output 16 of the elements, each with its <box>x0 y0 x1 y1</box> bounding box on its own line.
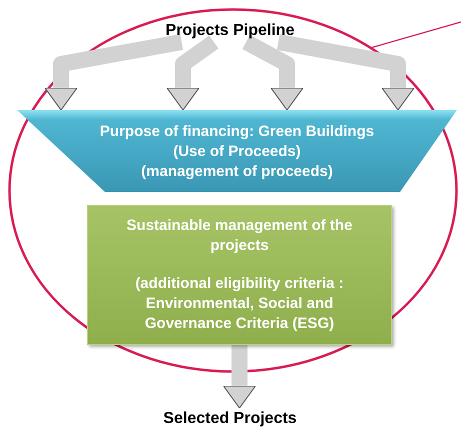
funnel-heading: Purpose of financing: Green Buildings <box>100 122 374 142</box>
block-arrow <box>276 34 414 110</box>
leader-line <box>370 21 461 48</box>
process-box <box>87 205 392 345</box>
result-label: Selected Projects <box>163 408 297 430</box>
funnel-text: (Use of Proceeds) <box>173 142 301 162</box>
box-text: (additional eligibility criteria : Environmental, Social and Governance Criteria (ESG) <box>134 274 345 334</box>
block-arrow <box>44 34 184 110</box>
block-arrow <box>242 34 304 110</box>
highlight-ellipse <box>8 8 458 373</box>
block-arrow <box>166 35 219 110</box>
pipeline-label: Projects Pipeline <box>166 20 294 42</box>
funnel-shape <box>17 110 457 192</box>
funnel-text: (management of proceeds) <box>141 162 333 182</box>
box-heading: Sustainable management of the projects <box>126 216 354 256</box>
block-arrow <box>223 345 256 408</box>
